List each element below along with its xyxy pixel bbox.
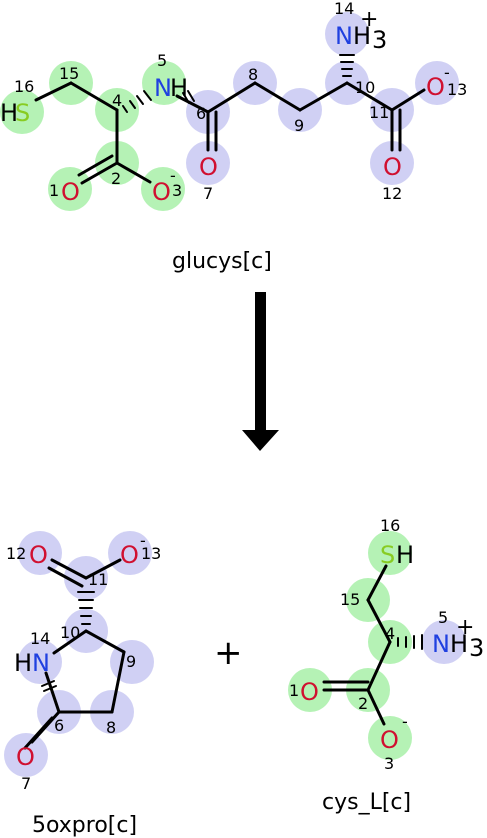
reaction-arrow xyxy=(242,292,279,451)
reactant-atoms: H S N H O O - O O O - N H 3 + xyxy=(0,7,450,206)
oxygen-label: O xyxy=(152,178,171,206)
nitrogen-label: N xyxy=(154,74,172,102)
oxygen-label: O xyxy=(199,153,218,181)
atom-number: 10 xyxy=(355,78,375,97)
atom-number: 8 xyxy=(248,65,258,84)
atom-number: 6 xyxy=(196,104,206,123)
atom-number: 8 xyxy=(106,718,116,737)
product1-numbers: 6 7 8 9 10 11 12 13 14 xyxy=(6,544,161,793)
atom-number: 16 xyxy=(14,77,34,96)
oxygen-label: O xyxy=(300,678,319,706)
reactant-bonds xyxy=(34,54,426,185)
atom-number: 12 xyxy=(382,184,402,203)
atom-number: 11 xyxy=(369,103,389,122)
nitrogen-label: N xyxy=(432,630,450,658)
oxygen-label: O xyxy=(380,726,399,754)
atom-number: 15 xyxy=(340,590,360,609)
sulfur-label: S xyxy=(15,99,30,127)
atom-number: 7 xyxy=(203,184,213,203)
atom-number: 4 xyxy=(112,91,122,110)
atom-number: 10 xyxy=(60,623,80,642)
subscript-label: 3 xyxy=(372,26,387,54)
charge-label: + xyxy=(360,7,378,32)
product2-atoms: S H N H 3 + O O - xyxy=(300,541,484,754)
atom-number: 4 xyxy=(385,624,395,643)
oxygen-label: O xyxy=(29,541,48,569)
product2-numbers: 1 2 3 4 5 15 16 xyxy=(289,516,448,773)
product1-atoms: O O - H N O xyxy=(14,531,146,771)
oxygen-label: O xyxy=(16,743,35,771)
nitrogen-label: N xyxy=(32,649,50,677)
atom-number: 14 xyxy=(30,629,50,648)
atom-number: 5 xyxy=(157,51,167,70)
atom-number: 14 xyxy=(334,0,354,18)
plus-operator: + xyxy=(214,633,243,673)
atom-number: 3 xyxy=(172,181,182,200)
atom-number: 1 xyxy=(49,181,59,200)
oxygen-label: O xyxy=(120,541,139,569)
sulfur-label: S xyxy=(380,541,395,569)
atom-number: 9 xyxy=(294,116,304,135)
oxygen-label: O xyxy=(426,73,445,101)
atom-number: 13 xyxy=(447,80,467,99)
charge-label: - xyxy=(444,63,450,82)
nitrogen-label: N xyxy=(335,22,353,50)
reactant-numbers: 1 2 3 4 5 6 7 8 9 10 11 12 13 14 15 16 xyxy=(14,0,467,203)
hydrogen-label: H xyxy=(396,541,414,569)
atom-number: 1 xyxy=(289,681,299,700)
hydrogen-label: H xyxy=(14,649,32,677)
product1-name: 5oxpro[c] xyxy=(32,813,137,838)
atom-number: 5 xyxy=(438,608,448,627)
product2-name: cys_L[c] xyxy=(322,790,411,815)
atom-number: 2 xyxy=(358,694,368,713)
charge-label: - xyxy=(170,166,176,185)
subscript-label: 3 xyxy=(469,634,484,662)
hydrogen-label: H xyxy=(450,630,468,658)
atom-number: 9 xyxy=(126,652,136,671)
product1-bonds xyxy=(23,558,126,750)
atom-number: 12 xyxy=(6,544,26,563)
atom-number: 3 xyxy=(384,754,394,773)
reactant-highlights xyxy=(0,12,459,211)
hydrogen-label: H xyxy=(0,99,18,127)
oxygen-label: O xyxy=(383,153,402,181)
atom-number: 15 xyxy=(59,64,79,83)
atom-number: 11 xyxy=(88,570,108,589)
charge-label: - xyxy=(140,531,146,550)
atom-number: 16 xyxy=(380,516,400,535)
hydrogen-label: H xyxy=(353,22,371,50)
charge-label: - xyxy=(402,712,408,731)
atom-number: 7 xyxy=(21,774,31,793)
oxygen-label: O xyxy=(61,178,80,206)
charge-label: + xyxy=(456,615,474,640)
atom-number: 2 xyxy=(111,169,121,188)
reactant-name: glucys[c] xyxy=(172,249,272,274)
atom-number: 6 xyxy=(54,716,64,735)
hydrogen-label: H xyxy=(170,74,188,102)
atom-number: 13 xyxy=(141,544,161,563)
product2-bonds xyxy=(322,564,423,726)
